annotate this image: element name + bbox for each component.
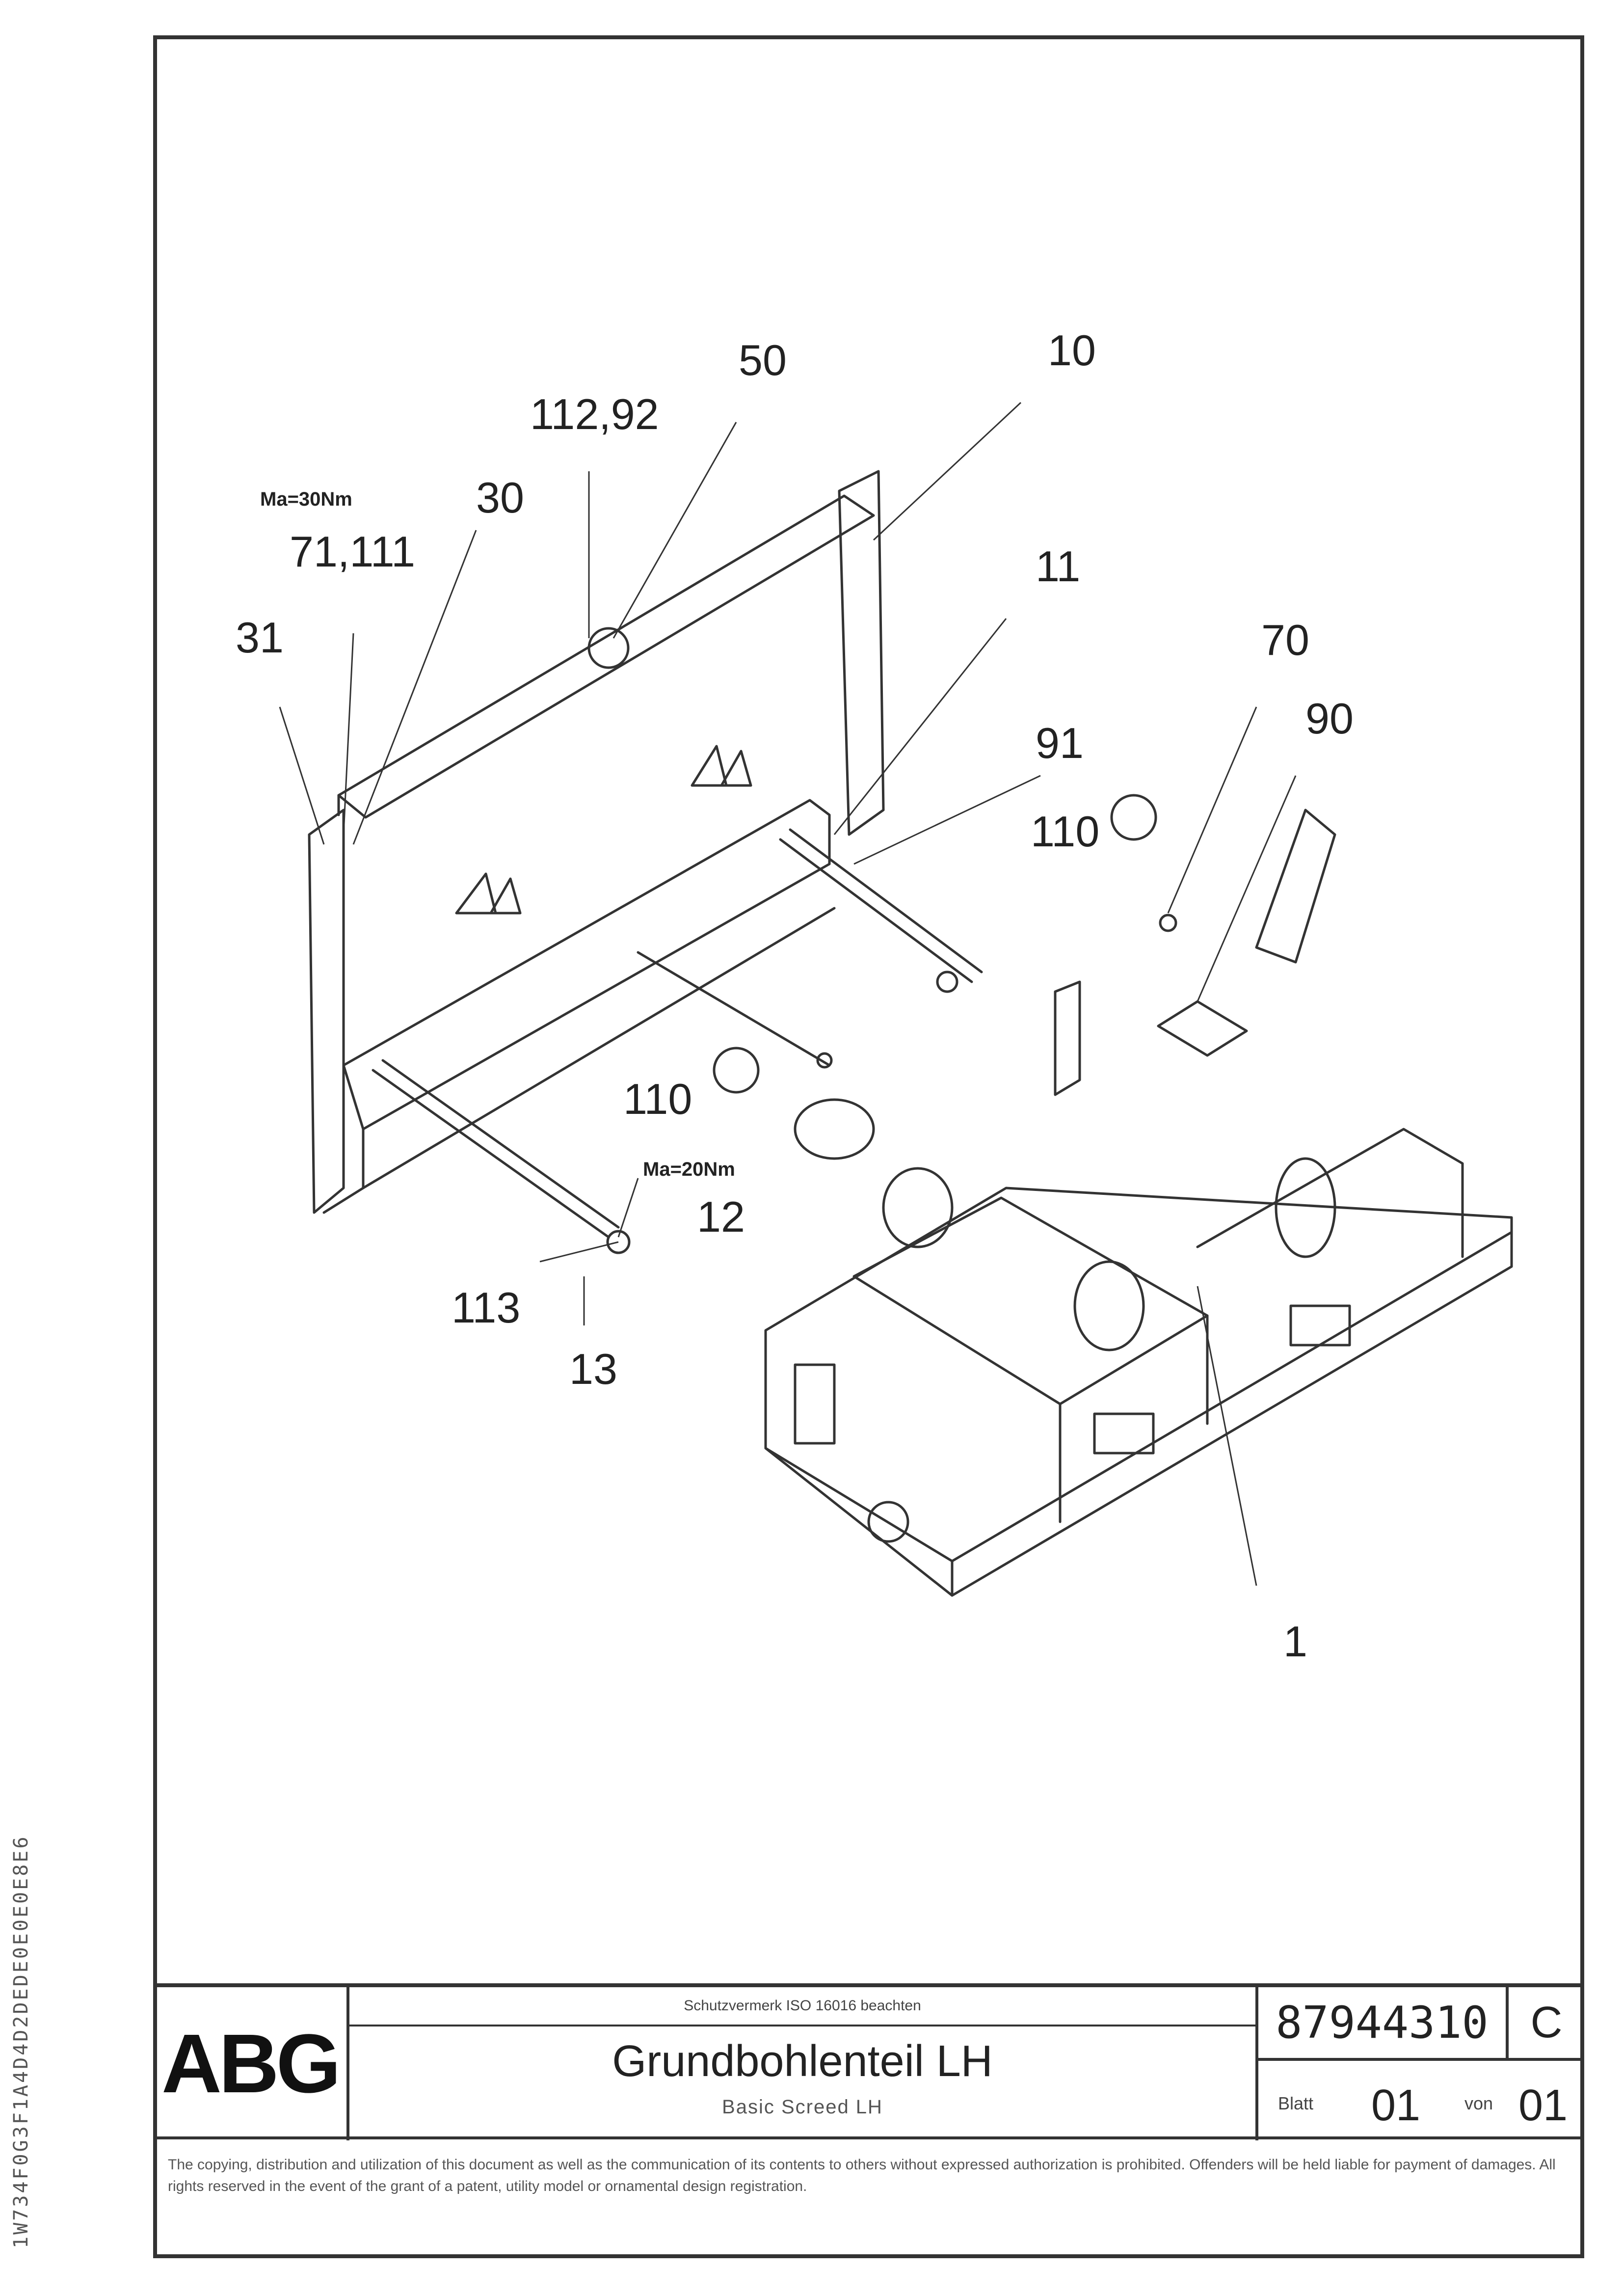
torque-note-mid: Ma=20Nm bbox=[643, 1159, 735, 1180]
callout-112-92: 112,92 bbox=[530, 390, 659, 438]
callout-1: 1 bbox=[1283, 1617, 1307, 1666]
callout-50: 50 bbox=[739, 336, 787, 384]
drawing-title: Grundbohlenteil LH bbox=[612, 2037, 993, 2086]
screed-plate bbox=[342, 799, 831, 1131]
of-value: 01 bbox=[1518, 2081, 1568, 2130]
torque-note-top: Ma=30Nm bbox=[260, 488, 352, 510]
callout-70: 70 bbox=[1261, 616, 1309, 664]
title-cell: Schutzvermerk ISO 16016 beachten Grundbo… bbox=[349, 1987, 1258, 2140]
drawing-subtitle: Basic Screed LH bbox=[722, 2096, 883, 2118]
drawing-frame bbox=[153, 35, 1584, 2258]
rear-upright-10 bbox=[838, 470, 885, 836]
callout-110-left: 110 bbox=[623, 1075, 692, 1123]
legal-notice: The copying, distribution and utilizatio… bbox=[153, 2136, 1584, 2258]
title-block-main-row: ABG Schutzvermerk ISO 16016 beachten Gru… bbox=[153, 1983, 1584, 2140]
protection-caption: Schutzvermerk ISO 16016 beachten bbox=[349, 1987, 1255, 2026]
callout-10: 10 bbox=[1048, 326, 1096, 375]
sheet-value: 01 bbox=[1371, 2081, 1421, 2130]
title-block: ABG Schutzvermerk ISO 16016 beachten Gru… bbox=[153, 1983, 1584, 2258]
exploded-view-illustration bbox=[279, 402, 1513, 1597]
callout-91: 91 bbox=[1036, 719, 1084, 767]
decal-2 bbox=[691, 745, 752, 787]
callout-13: 13 bbox=[569, 1345, 617, 1393]
lever-bracket bbox=[1255, 809, 1336, 964]
callout-113: 113 bbox=[452, 1283, 521, 1332]
upper-tube bbox=[337, 494, 875, 819]
guide-rod-lower bbox=[372, 1059, 620, 1239]
guide-rod-upper bbox=[779, 828, 983, 983]
sheet-label: Blatt bbox=[1278, 2093, 1314, 2113]
left-end-plate bbox=[308, 809, 345, 1214]
logo-text: ABG bbox=[161, 2017, 341, 2110]
base-unit bbox=[764, 1187, 1513, 1597]
decal-1 bbox=[455, 872, 522, 915]
callout-11: 11 bbox=[1036, 542, 1081, 591]
number-cell: 87944310 C Blatt 01 von 01 bbox=[1258, 1987, 1584, 2140]
of-label: von bbox=[1464, 2093, 1493, 2113]
sheet-info: Blatt 01 von 01 bbox=[1258, 2061, 1584, 2140]
callout-30: 30 bbox=[476, 473, 524, 522]
callout-31: 31 bbox=[236, 613, 284, 662]
callout-110-right: 110 bbox=[1031, 807, 1100, 856]
abg-logo: ABG bbox=[153, 1987, 349, 2140]
side-code: 1W734F0G3F1A4D4D2DEDE0E0E0E8E6 bbox=[10, 1835, 32, 2248]
callout-71-111: 71,111 bbox=[290, 527, 416, 576]
callout-12: 12 bbox=[697, 1192, 745, 1241]
callout-90: 90 bbox=[1305, 694, 1354, 743]
drawing-number: 87944310 bbox=[1258, 1987, 1509, 2061]
revision-letter: C bbox=[1509, 1987, 1584, 2061]
guide-rod-middle bbox=[637, 951, 831, 1067]
